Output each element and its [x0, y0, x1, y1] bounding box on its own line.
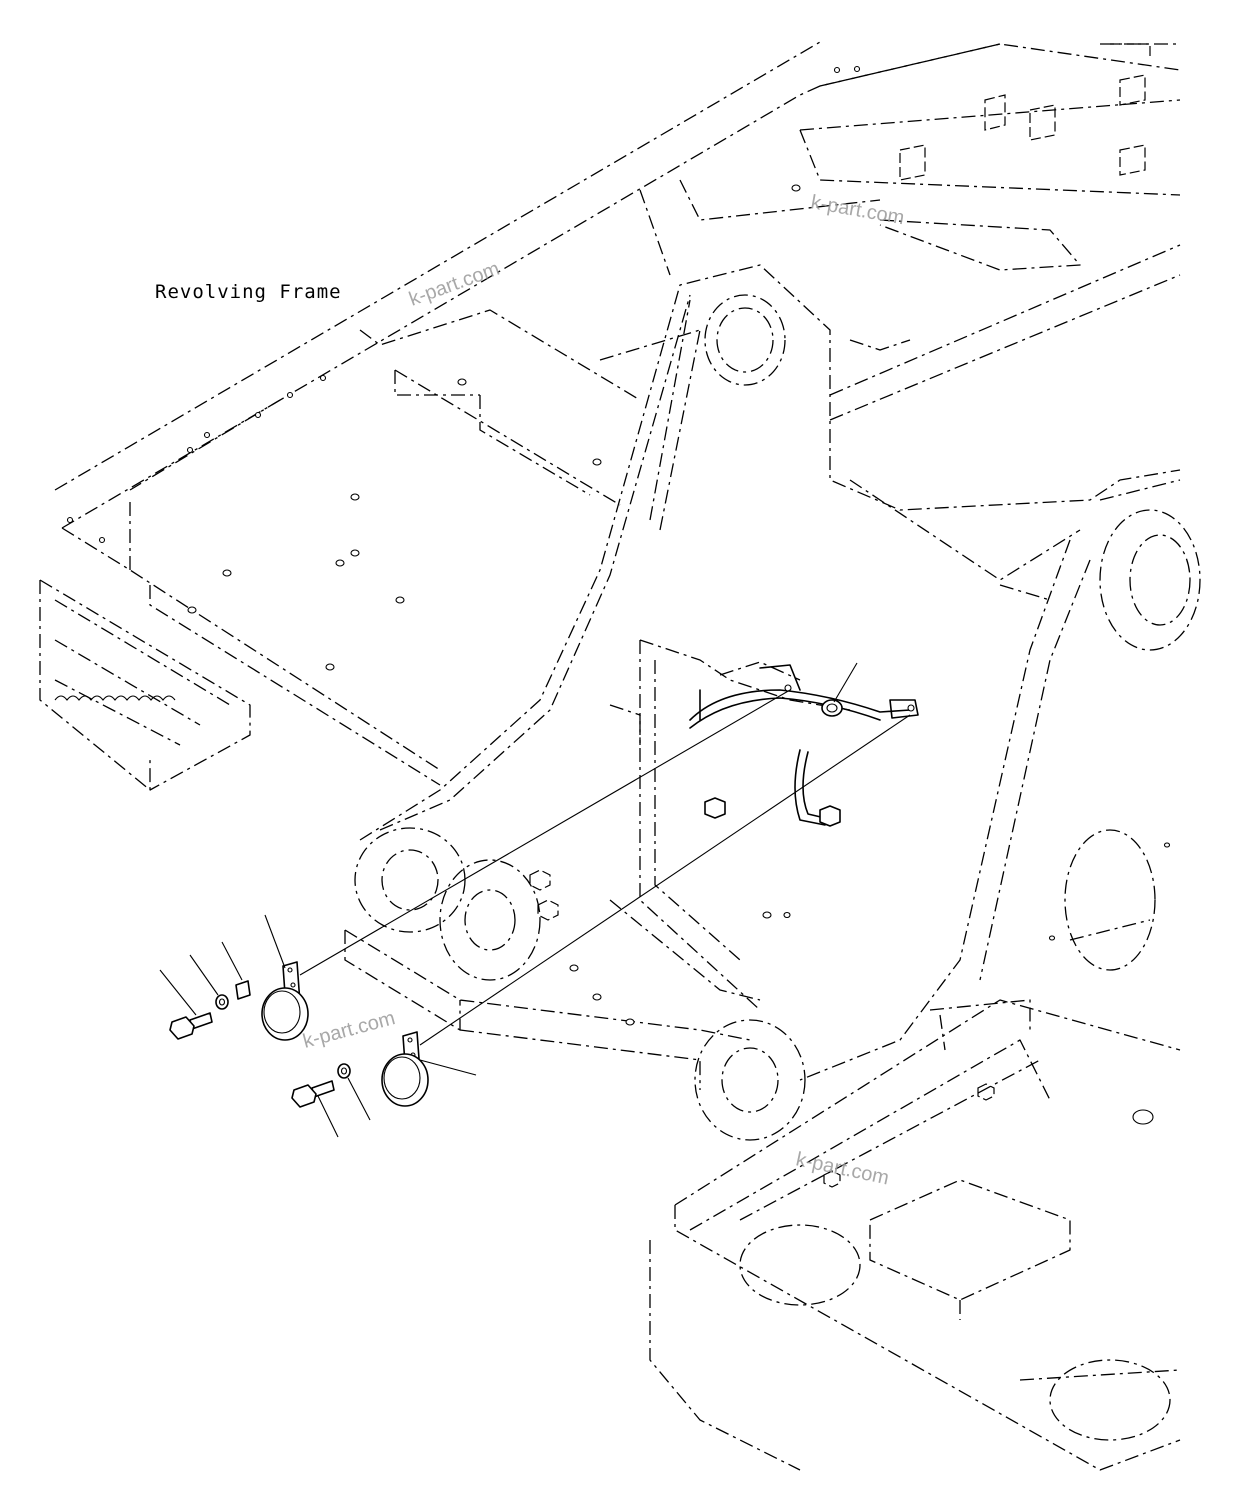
- washer-lower: [337, 1063, 351, 1079]
- washer-upper: [215, 994, 229, 1010]
- boom-bracket-frame: [344, 264, 1201, 1141]
- leader-clamp-upper: [221, 941, 243, 981]
- watermark: k-part.com: [301, 1007, 398, 1053]
- step-ladder: [39, 579, 251, 791]
- watermark: k-part.com: [406, 258, 502, 311]
- leader-lamp-lower: [419, 1059, 477, 1076]
- revolving-frame-label: Revolving Frame: [155, 281, 342, 303]
- leader-washer-upper: [189, 954, 219, 996]
- leader-lamp-upper: [264, 914, 286, 969]
- lower-right-structure: [649, 999, 1181, 1471]
- deck-holes: [66, 65, 861, 671]
- leader-harness-clip: [833, 662, 858, 703]
- wiring-harness: [689, 664, 919, 827]
- bolt-lower: [291, 1080, 335, 1108]
- revolving-frame-outline: [54, 41, 1181, 786]
- leader-bolt-lower: [317, 1095, 339, 1138]
- callout-leaders: [159, 662, 858, 1138]
- lamp-upper: [261, 961, 309, 1041]
- leader-washer-lower: [347, 1077, 371, 1121]
- watermark: k-part.com: [809, 191, 906, 229]
- assembly-lines: [299, 689, 911, 1046]
- lamp-lower: [381, 1031, 429, 1107]
- bolt-upper: [169, 1012, 213, 1040]
- harness-clip: [821, 699, 843, 717]
- watermark: k-part.com: [794, 1148, 891, 1189]
- leader-bolt-upper: [159, 969, 197, 1016]
- clamp-upper: [235, 980, 251, 1000]
